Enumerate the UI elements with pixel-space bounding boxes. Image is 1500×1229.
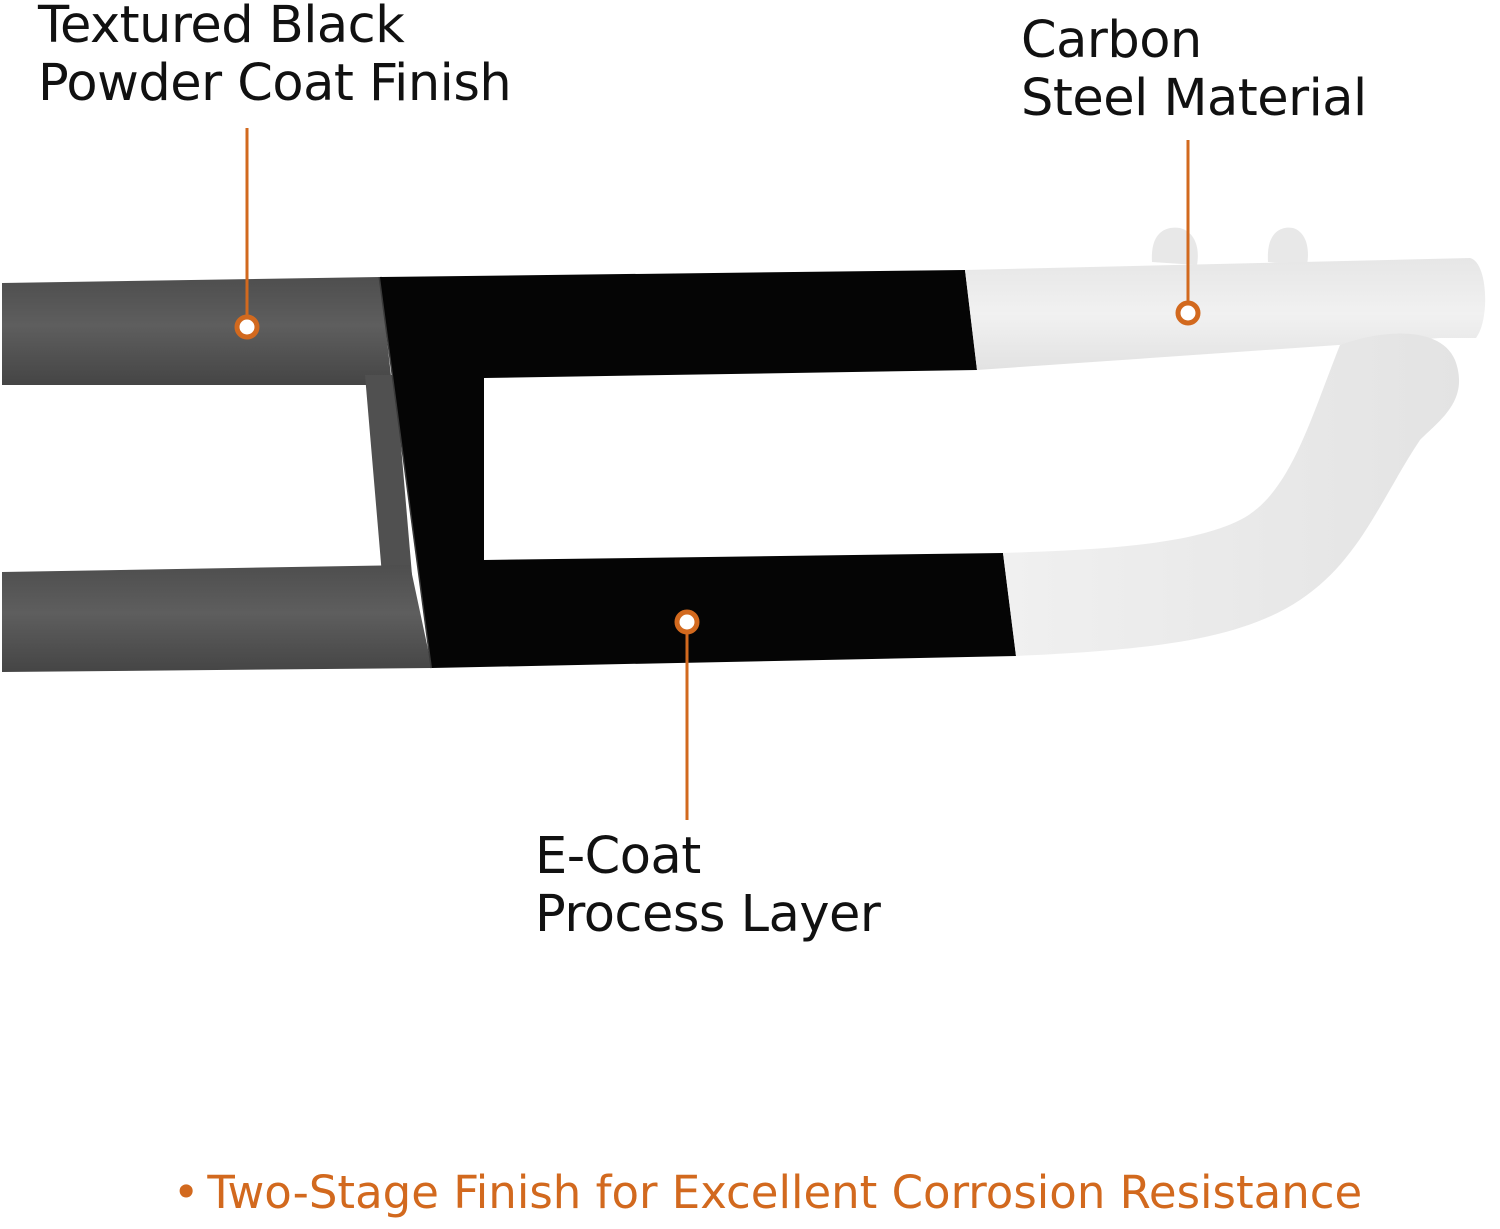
ecoat-label-line1: E-Coat: [535, 827, 701, 886]
feature-caption: •Two-Stage Finish for Excellent Corrosio…: [0, 1165, 1500, 1221]
powder-coat-section: [2, 276, 434, 672]
powder-coat-top-tube: [2, 277, 392, 385]
steel-bend-tube: [1003, 333, 1460, 656]
carbon-steel-callout: Carbon Steel Material: [1021, 12, 1367, 128]
carbon-steel-label-line1: Carbon: [1021, 11, 1202, 70]
steel-bump-left: [1151, 227, 1198, 265]
ecoat-section: [380, 270, 1016, 668]
powder-coat-label-line2: Powder Coat Finish: [38, 54, 512, 113]
feature-caption-text: Two-Stage Finish for Excellent Corrosion…: [207, 1166, 1363, 1219]
callout-markers: [234, 128, 1201, 820]
ecoat-label-line2: Process Layer: [535, 885, 881, 944]
ecoat-frame: [380, 270, 1016, 668]
powder-coat-bottom-tube: [2, 565, 432, 672]
ecoat-marker: [674, 609, 700, 635]
powder-coat-callout: Textured Black Powder Coat Finish: [38, 0, 512, 113]
carbon-steel-section: [965, 227, 1486, 656]
steel-bump-right: [1267, 227, 1308, 265]
bullet-icon: •: [172, 1166, 200, 1219]
carbon-steel-label-line2: Steel Material: [1021, 69, 1367, 128]
powder-coat-label-line1: Textured Black: [38, 0, 405, 55]
ecoat-callout: E-Coat Process Layer: [535, 827, 881, 944]
powder-coat-marker: [234, 314, 260, 340]
powder-coat-brace: [365, 375, 412, 575]
carbon-steel-marker: [1175, 300, 1201, 326]
